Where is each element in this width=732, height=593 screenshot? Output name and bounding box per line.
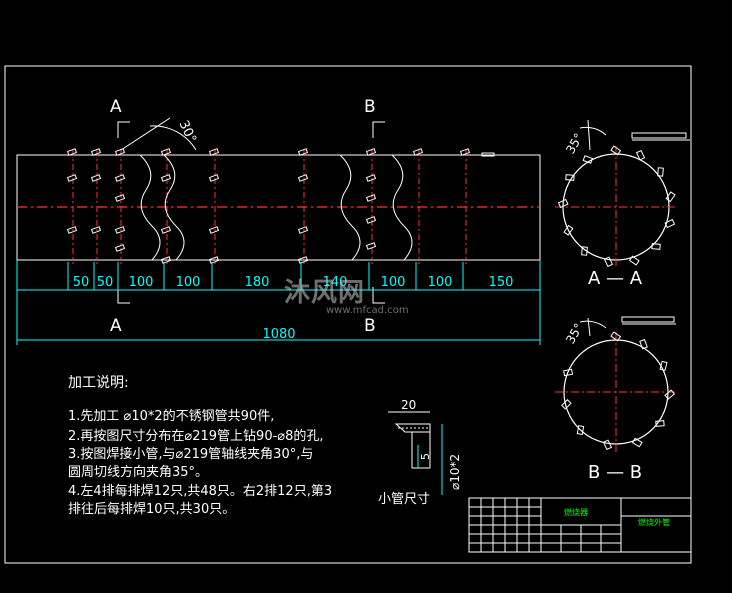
section-a-marker	[117, 121, 130, 304]
note-line-4: 圆周切线方向夹角35°。	[68, 465, 209, 480]
dimension-lines	[16, 260, 541, 345]
notes-heading: 加工说明:	[68, 375, 129, 391]
dim-segment-5: 180	[245, 275, 270, 290]
title-block	[468, 497, 692, 553]
small-pipe-caption: 小管尺寸	[378, 492, 430, 507]
title-field-1: 燃烧器	[564, 507, 588, 517]
dimension-values: 50 50 100 100 180 140 100 100 150 1080	[73, 275, 514, 342]
note-line-2: 2.再按图尺寸分布在⌀219管上钻90-⌀8的孔,	[68, 429, 324, 444]
bb-angle-label: 35°	[563, 321, 586, 346]
dim-segment-2: 50	[97, 275, 114, 290]
note-line-3: 3.按图焊接小管,与⌀219管轴线夹角30°,与	[68, 447, 314, 462]
section-a-top: A	[110, 97, 122, 117]
dim-segment-3: 100	[129, 275, 154, 290]
small-pipe-dia: ⌀10*2	[448, 454, 462, 490]
dim-segment-1: 50	[73, 275, 90, 290]
section-bb-view: 35° B — B	[555, 316, 677, 483]
small-pipe-width: 20	[401, 398, 416, 412]
dim-segment-4: 100	[176, 275, 201, 290]
section-b-bottom: B	[364, 316, 376, 336]
small-pipe-height: 5	[419, 453, 432, 460]
watermark: 沐风网 www.mfcad.com	[284, 272, 409, 316]
small-pipes	[66, 148, 495, 264]
dim-total: 1080	[262, 327, 295, 342]
section-b-top: B	[364, 97, 376, 117]
note-line-1: 1.先加工 ⌀10*2的不锈钢管共90件,	[68, 409, 275, 424]
watermark-main: 沐风网	[284, 278, 366, 308]
pipe-angle-label: 30°	[175, 118, 198, 145]
drawing-frame	[4, 65, 692, 564]
small-pipe-detail: 20 5 ⌀10*2 小管尺寸	[378, 398, 462, 507]
dim-segment-7: 100	[381, 275, 406, 290]
title-field-2: 燃烧外管	[638, 517, 670, 527]
section-aa-label: A — A	[588, 268, 643, 289]
aa-angle-label: 35°	[563, 131, 586, 156]
dim-segment-9: 150	[489, 275, 514, 290]
section-aa-view: 35° A — A	[555, 119, 690, 289]
note-line-5: 4.左4排每排焊12只,共48只。右2排12只,第3	[68, 484, 333, 499]
note-line-6: 排往后每排焊10只,共30只。	[68, 502, 236, 517]
section-bb-label: B — B	[588, 462, 642, 483]
break-lines	[139, 154, 413, 261]
section-b-marker	[372, 121, 385, 304]
section-a-bottom: A	[110, 316, 122, 336]
watermark-sub: www.mfcad.com	[326, 305, 409, 316]
dim-segment-6: 140	[323, 275, 348, 290]
dim-segment-8: 100	[428, 275, 453, 290]
hole-row-lines	[72, 150, 467, 264]
angle-30-annotation: 30°	[120, 117, 199, 151]
